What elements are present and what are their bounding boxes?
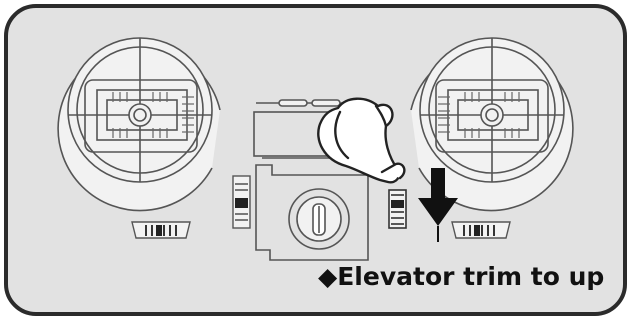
caption-elevator-trim-up: ◆Elevator trim to up [318,262,605,291]
right-stick-gimbal [410,37,574,212]
down-arrow-icon [418,168,458,242]
left-vertical-trim [232,175,251,229]
pointing-finger-icon [317,97,406,184]
right-horizontal-trim [451,221,511,239]
elevator-trim-lever [388,189,407,229]
left-horizontal-trim [131,221,191,239]
left-stick-gimbal [57,37,221,212]
